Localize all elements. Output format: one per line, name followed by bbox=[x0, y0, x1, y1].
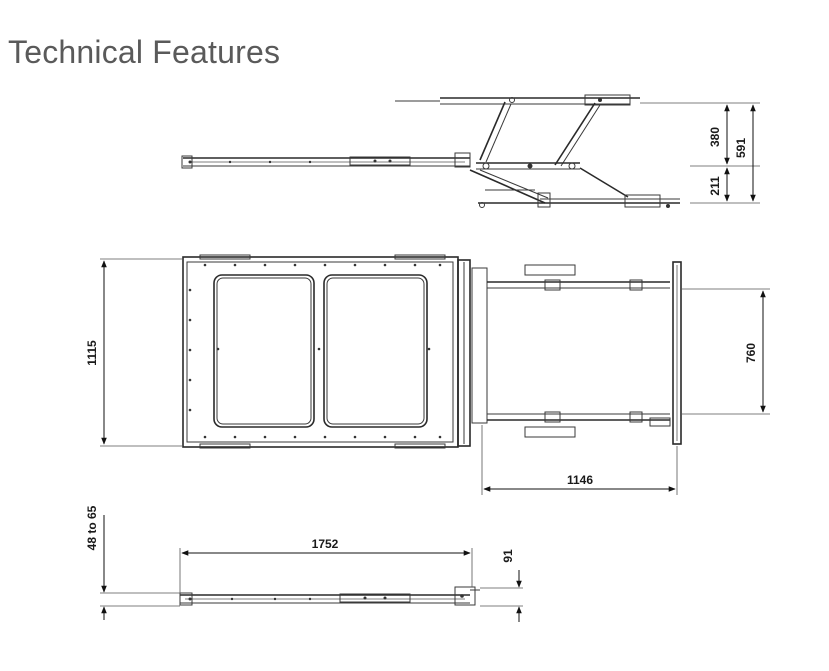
plan-view-drawing bbox=[100, 254, 770, 495]
dimension-label-48-to-65: 48 to 65 bbox=[85, 505, 99, 550]
dimension-label-760: 760 bbox=[744, 343, 758, 363]
side-elevation-drawing bbox=[181, 94, 760, 208]
dimension-label-91: 91 bbox=[501, 549, 515, 563]
section-view-drawing bbox=[100, 515, 523, 622]
dimension-label-1146: 1146 bbox=[567, 473, 593, 487]
dimension-label-1752: 1752 bbox=[312, 537, 339, 551]
dimension-label-1115: 1115 bbox=[85, 340, 99, 366]
page-title: Technical Features bbox=[8, 34, 281, 70]
dimension-label-211: 211 bbox=[708, 176, 722, 196]
dimension-label-380: 380 bbox=[708, 127, 722, 147]
dimension-label-591: 591 bbox=[734, 138, 748, 158]
